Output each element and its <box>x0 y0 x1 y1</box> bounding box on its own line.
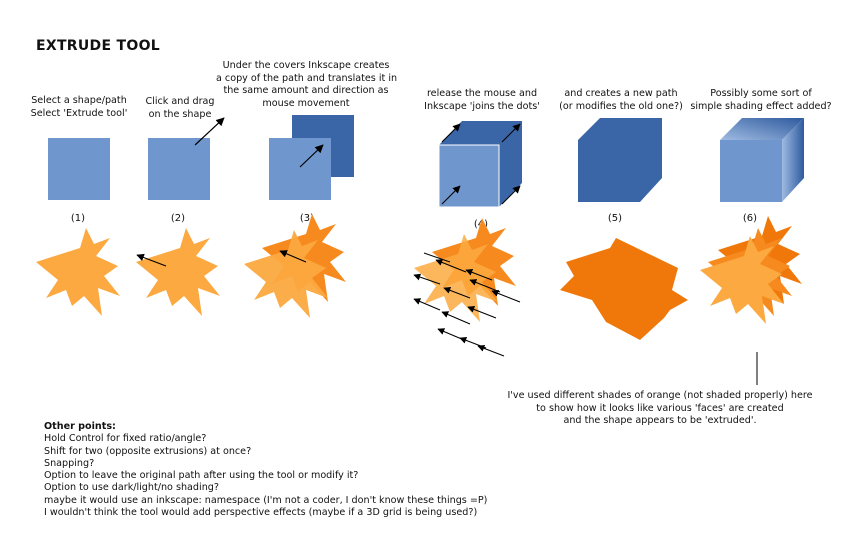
step-5-number: (5) <box>607 213 623 224</box>
step-3-square <box>269 138 331 200</box>
step-4-caption: release the mouse and Inkscape 'joins th… <box>412 88 552 113</box>
step-1-caption-line: Select a shape/path <box>31 95 127 106</box>
shading-note-line: I've used different shades of orange (no… <box>507 390 813 401</box>
step-1-number: (1) <box>70 213 86 224</box>
step-2-square <box>148 138 210 200</box>
orange-shape-5 <box>560 238 688 340</box>
step-2-drag-arrow <box>194 117 225 146</box>
step-6-shaded-shape <box>720 118 804 202</box>
step-1-caption: Select a shape/path Select 'Extrude tool… <box>20 95 138 120</box>
shading-note-line: and the shape appears to be 'extruded'. <box>563 415 757 427</box>
step-1-square <box>48 138 110 200</box>
other-points-item: Shift for two (opposite extrusions) at o… <box>44 445 252 457</box>
step-6-caption-line: simple shading effect added? <box>690 100 832 112</box>
step-3-caption-line: the same amount and direction as <box>223 85 389 97</box>
step-3-caption: Under the covers Inkscape creates a copy… <box>216 60 398 110</box>
other-points-heading: Other points: <box>44 421 116 432</box>
other-points: Other points: Hold Control for fixed rat… <box>44 421 487 519</box>
orange-shape-6 <box>700 216 802 324</box>
step-3-number: (3) <box>299 213 315 224</box>
step-6-caption-line: Possibly some sort of <box>710 88 812 99</box>
orange-shape-1 <box>36 228 120 316</box>
shading-note-line: to show how it looks like various 'faces… <box>536 402 784 414</box>
page-title: EXTRUDE TOOL <box>36 38 160 54</box>
other-points-item: Snapping? <box>44 457 95 469</box>
step-5-caption-line: and creates a new path <box>564 88 678 99</box>
step-2-caption-line: Click and drag <box>145 96 215 107</box>
other-points-item: Option to leave the original path after … <box>44 470 359 482</box>
orange-shape-2 <box>136 228 220 316</box>
step-5-caption-line: (or modifies the old one?) <box>559 100 683 112</box>
step-5-caption: and creates a new path (or modifies the … <box>546 88 696 113</box>
other-points-item: Option to use dark/light/no shading? <box>44 482 219 494</box>
step-4-caption-line: release the mouse and <box>426 88 538 99</box>
orange-2-arrow <box>136 253 167 267</box>
step-4-caption-line: Inkscape 'joins the dots' <box>424 100 540 112</box>
step-5-extruded-shape <box>578 118 662 202</box>
step-1-caption-line: Select 'Extrude tool' <box>30 107 128 119</box>
step-2-caption: Click and drag on the shape <box>130 96 230 121</box>
step-4-joined-box <box>438 121 522 208</box>
step-6-caption: Possibly some sort of simple shading eff… <box>686 88 836 113</box>
step-3-arrow <box>299 144 324 168</box>
orange-shape-3 <box>244 214 346 318</box>
orange-shape-4 <box>413 218 521 357</box>
step-6-number: (6) <box>742 213 758 224</box>
step-3-caption-line: Under the covers Inkscape creates <box>222 60 390 71</box>
step-3-caption-line: a copy of the path and translates it in <box>216 72 398 84</box>
other-points-item: maybe it would use an inkscape: namespac… <box>44 494 488 506</box>
shading-note: I've used different shades of orange (no… <box>500 390 820 428</box>
step-2-caption-line: on the shape <box>148 108 212 120</box>
step-3-caption-line: mouse movement <box>262 97 350 109</box>
other-points-item: Hold Control for fixed ratio/angle? <box>44 433 207 445</box>
step-2-number: (2) <box>170 213 186 224</box>
other-points-item: I wouldn't think the tool would add pers… <box>44 507 478 519</box>
